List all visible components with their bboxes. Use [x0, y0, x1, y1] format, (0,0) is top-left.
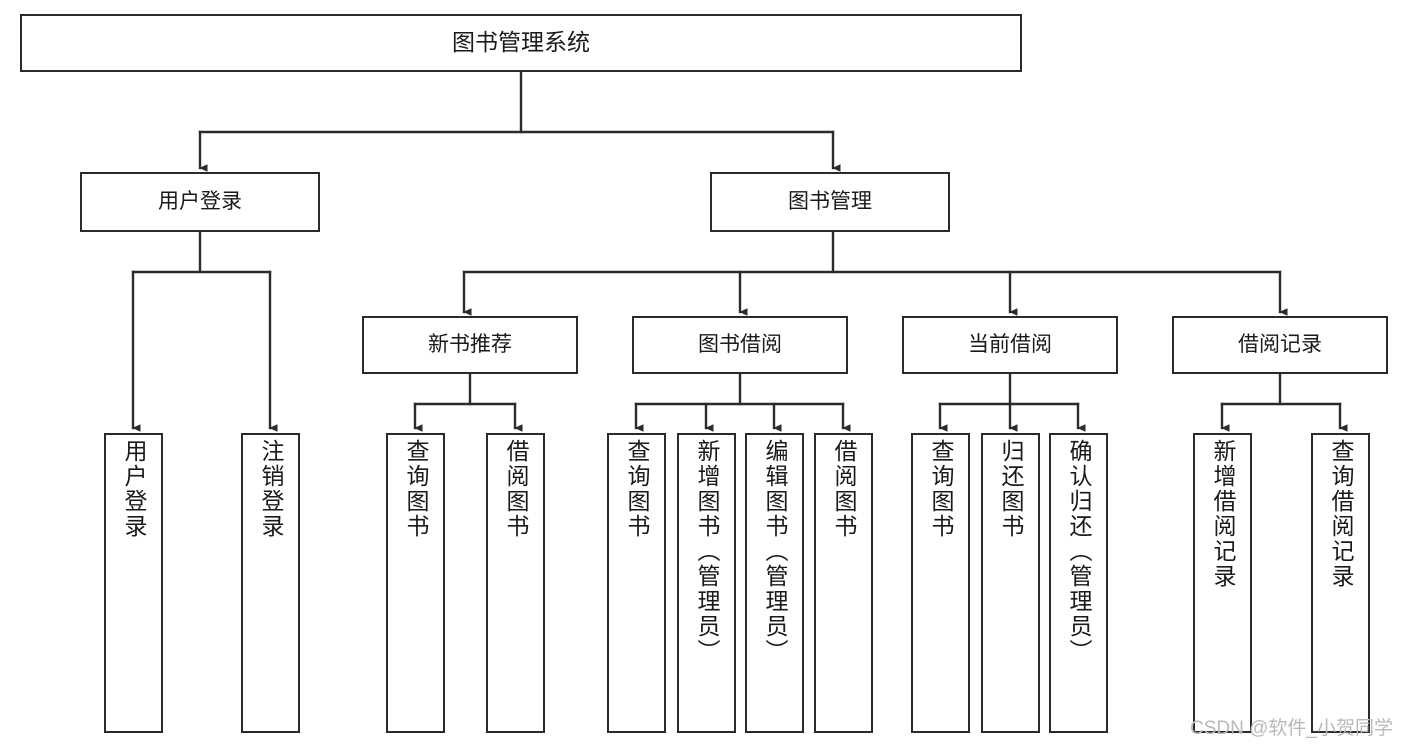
node-new-book-recommend[interactable]: 新书推荐: [362, 316, 578, 374]
node-leaf-query-book-2-label: 查询图书: [624, 439, 650, 539]
node-leaf-query-record[interactable]: 查询借阅记录: [1311, 433, 1370, 733]
node-leaf-user-logout[interactable]: 注销登录: [241, 433, 300, 733]
node-leaf-confirm-return[interactable]: 确认归还（管理员）: [1049, 433, 1108, 733]
node-leaf-add-book-label: 新增图书（管理员）: [694, 439, 720, 664]
node-leaf-query-book-2[interactable]: 查询图书: [607, 433, 666, 733]
node-leaf-borrow-book-1-label: 借阅图书: [503, 439, 529, 539]
node-leaf-user-login[interactable]: 用户登录: [104, 433, 163, 733]
node-book-borrow-label: 图书借阅: [698, 332, 782, 356]
node-leaf-borrow-book-1[interactable]: 借阅图书: [486, 433, 545, 733]
node-new-book-recommend-label: 新书推荐: [428, 332, 512, 356]
node-leaf-query-record-label: 查询借阅记录: [1328, 439, 1354, 589]
node-leaf-query-book-3[interactable]: 查询图书: [911, 433, 970, 733]
node-leaf-user-login-label: 用户登录: [121, 439, 147, 539]
csdn-watermark: CSDN @软件_小贺同学: [1190, 718, 1393, 739]
node-root-label: 图书管理系统: [452, 29, 590, 56]
node-leaf-query-book-1-label: 查询图书: [403, 439, 429, 539]
node-leaf-return-book[interactable]: 归还图书: [981, 433, 1040, 733]
node-leaf-confirm-return-label: 确认归还（管理员）: [1066, 439, 1092, 664]
node-leaf-add-record-label: 新增借阅记录: [1210, 439, 1236, 589]
node-book-manage[interactable]: 图书管理: [710, 172, 950, 232]
node-user-login-label: 用户登录: [158, 189, 242, 213]
node-leaf-query-book-3-label: 查询图书: [928, 439, 954, 539]
node-leaf-query-book-1[interactable]: 查询图书: [386, 433, 445, 733]
node-leaf-add-record[interactable]: 新增借阅记录: [1193, 433, 1252, 733]
node-leaf-user-logout-label: 注销登录: [258, 439, 284, 539]
node-current-borrow[interactable]: 当前借阅: [902, 316, 1118, 374]
node-leaf-edit-book[interactable]: 编辑图书（管理员）: [745, 433, 804, 733]
node-current-borrow-label: 当前借阅: [968, 332, 1052, 356]
node-leaf-add-book[interactable]: 新增图书（管理员）: [677, 433, 736, 733]
node-root[interactable]: 图书管理系统: [20, 14, 1022, 72]
node-leaf-borrow-book-2[interactable]: 借阅图书: [814, 433, 873, 733]
node-book-borrow[interactable]: 图书借阅: [632, 316, 848, 374]
node-book-manage-label: 图书管理: [788, 189, 872, 213]
node-leaf-edit-book-label: 编辑图书（管理员）: [762, 439, 788, 664]
node-borrow-record[interactable]: 借阅记录: [1172, 316, 1388, 374]
node-borrow-record-label: 借阅记录: [1238, 332, 1322, 356]
node-user-login[interactable]: 用户登录: [80, 172, 320, 232]
node-leaf-borrow-book-2-label: 借阅图书: [831, 439, 857, 539]
node-leaf-return-book-label: 归还图书: [998, 439, 1024, 539]
